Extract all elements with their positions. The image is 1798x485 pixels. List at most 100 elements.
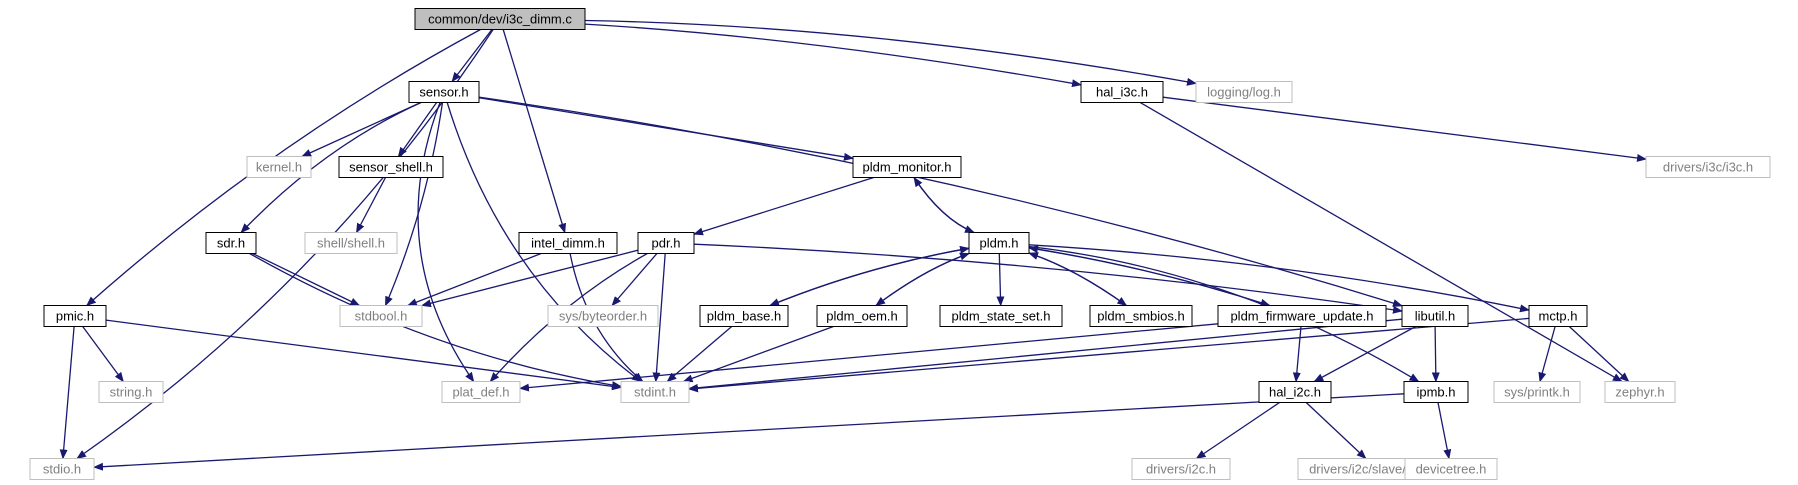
edge-i3c_dimm_c-to-logging_log_h bbox=[584, 19, 1197, 86]
node-pldm_firmware_update_h[interactable]: pldm_firmware_update.h bbox=[1217, 305, 1387, 327]
node-string_h: string.h bbox=[98, 381, 164, 403]
node-label: devicetree.h bbox=[1416, 462, 1487, 477]
edge-pldm_base_h-to-pldm_h bbox=[769, 245, 970, 307]
node-box bbox=[1080, 81, 1164, 103]
node-pldm_state_set_h[interactable]: pldm_state_set.h bbox=[939, 305, 1063, 327]
node-label: stdbool.h bbox=[355, 309, 408, 324]
edge-sensor_h-to-libutil_h bbox=[478, 96, 1403, 307]
node-box bbox=[339, 305, 423, 327]
node-box bbox=[1645, 156, 1771, 178]
node-box bbox=[1528, 305, 1588, 327]
edge-sensor_h-to-pldm_monitor_h bbox=[478, 97, 854, 161]
node-plat_def_h: plat_def.h bbox=[441, 381, 521, 403]
node-label: stdint.h bbox=[634, 385, 676, 400]
node-hal_i3c_h[interactable]: hal_i3c.h bbox=[1080, 81, 1164, 103]
node-box bbox=[968, 232, 1030, 254]
node-box bbox=[338, 156, 444, 178]
node-intel_dimm_h[interactable]: intel_dimm.h bbox=[518, 232, 618, 254]
edge-pldm_monitor_h-to-pdr_h bbox=[693, 176, 874, 236]
node-drivers_i2c_h: drivers/i2c.h bbox=[1131, 458, 1231, 480]
node-label: logging/log.h bbox=[1207, 85, 1281, 100]
node-label: sys/printk.h bbox=[1504, 385, 1570, 400]
edge-pmic_h-to-stdio_h bbox=[59, 326, 75, 460]
edge-pldm_h-to-mctp_h bbox=[1028, 244, 1530, 313]
node-label: hal_i3c.h bbox=[1096, 85, 1148, 100]
node-label: sensor.h bbox=[419, 85, 468, 100]
node-box bbox=[816, 305, 908, 327]
edge-sensor_h-to-sdr_h bbox=[240, 101, 422, 234]
edge-sensor_h-to-stdbool_h bbox=[384, 102, 444, 307]
edge-hal_i2c_h-to-drivers_i2c_slave_ipmb_h bbox=[1305, 402, 1367, 460]
node-pdr_h[interactable]: pdr.h bbox=[637, 232, 695, 254]
node-stdio_h: stdio.h bbox=[29, 458, 95, 480]
node-label: sdr.h bbox=[217, 236, 245, 251]
edge-sensor_h-to-sensor_shell_h bbox=[397, 102, 438, 158]
edge-libutil_h-to-ipmb_h bbox=[1431, 326, 1440, 383]
node-label: pldm.h bbox=[979, 236, 1018, 251]
edge-pldm_oem_h-to-stdint_h bbox=[682, 325, 834, 383]
edge-hal_i3c_h-to-drivers_i3c_h bbox=[1162, 96, 1647, 162]
edge-sdr_h-to-stdint_h bbox=[249, 252, 622, 389]
node-box bbox=[414, 8, 586, 30]
node-box bbox=[1258, 381, 1332, 403]
node-box bbox=[1089, 305, 1193, 327]
node-box bbox=[518, 232, 618, 254]
edge-ipmb_h-to-devicetree_h bbox=[1437, 402, 1452, 460]
node-label: string.h bbox=[110, 385, 153, 400]
node-sensor_shell_h[interactable]: sensor_shell.h bbox=[338, 156, 444, 178]
edge-pldm_smbios_h-to-pldm_h bbox=[1028, 252, 1127, 307]
edge-hal_i2c_h-to-drivers_i2c_h bbox=[1195, 401, 1280, 460]
node-mctp_h[interactable]: mctp.h bbox=[1528, 305, 1588, 327]
node-pmic_h[interactable]: pmic.h bbox=[43, 305, 107, 327]
edge-mctp_h-to-sys_printk_h bbox=[1538, 326, 1556, 383]
node-sys_byteorder_h: sys/byteorder.h bbox=[547, 305, 659, 327]
node-label: common/dev/i3c_dimm.c bbox=[428, 12, 572, 27]
edge-i3c_dimm_c-to-pmic_h bbox=[86, 28, 481, 307]
node-pldm_oem_h[interactable]: pldm_oem.h bbox=[816, 305, 908, 327]
edge-pldm_h-to-pldm_base_h bbox=[769, 247, 970, 307]
node-hal_i2c_h[interactable]: hal_i2c.h bbox=[1258, 381, 1332, 403]
edge-sensor_h-to-stdint_h bbox=[446, 102, 642, 383]
node-box bbox=[441, 381, 521, 403]
node-label: libutil.h bbox=[1415, 309, 1455, 324]
edge-pldm_oem_h-to-pldm_h bbox=[875, 252, 970, 307]
node-i3c_dimm_c[interactable]: common/dev/i3c_dimm.c bbox=[414, 8, 586, 30]
node-libutil_h[interactable]: libutil.h bbox=[1401, 305, 1469, 327]
node-drivers_i3c_h: drivers/i3c/i3c.h bbox=[1645, 156, 1771, 178]
node-sdr_h[interactable]: sdr.h bbox=[205, 232, 257, 254]
edge-pldm_base_h-to-stdint_h bbox=[666, 326, 733, 383]
node-label: pdr.h bbox=[652, 236, 681, 251]
edge-pdr_h-to-stdint_h bbox=[652, 253, 666, 383]
edge-i3c_dimm_c-to-hal_i3c_h bbox=[584, 23, 1082, 88]
node-pldm_monitor_h[interactable]: pldm_monitor.h bbox=[852, 156, 962, 178]
node-box bbox=[1604, 381, 1676, 403]
node-ipmb_h[interactable]: ipmb.h bbox=[1403, 381, 1469, 403]
node-label: intel_dimm.h bbox=[531, 236, 605, 251]
edge-sensor_shell_h-to-shell_shell_h bbox=[355, 177, 387, 234]
edge-pldm_monitor_h-to-pldm_h bbox=[913, 177, 975, 234]
node-sensor_h[interactable]: sensor.h bbox=[408, 81, 480, 103]
node-label: shell/shell.h bbox=[317, 236, 385, 251]
edge-libutil_h-to-stdint_h bbox=[688, 318, 1403, 392]
node-label: plat_def.h bbox=[452, 385, 509, 400]
edge-mctp_h-to-zephyr_h bbox=[1568, 326, 1630, 383]
node-logging_log_h: logging/log.h bbox=[1195, 81, 1293, 103]
node-pldm_smbios_h[interactable]: pldm_smbios.h bbox=[1089, 305, 1193, 327]
node-zephyr_h: zephyr.h bbox=[1604, 381, 1676, 403]
edge-pdr_h-to-sys_byteorder_h bbox=[611, 253, 658, 307]
node-pldm_base_h[interactable]: pldm_base.h bbox=[699, 305, 789, 327]
node-pldm_h[interactable]: pldm.h bbox=[968, 232, 1030, 254]
node-label: pldm_oem.h bbox=[826, 309, 898, 324]
edge-pldm_firmware_update_h-to-plat_def_h bbox=[519, 323, 1219, 392]
node-box bbox=[43, 305, 107, 327]
node-label: sys/byteorder.h bbox=[559, 309, 647, 324]
node-box bbox=[98, 381, 164, 403]
node-box bbox=[246, 156, 312, 178]
edge-hal_i3c_h-to-zephyr_h bbox=[1139, 101, 1623, 383]
edge-pldm_h-to-pldm_smbios_h bbox=[1028, 252, 1128, 307]
node-box bbox=[1493, 381, 1581, 403]
node-shell_shell_h: shell/shell.h bbox=[304, 232, 398, 254]
edge-libutil_h-to-hal_i2c_h bbox=[1313, 325, 1417, 383]
node-box bbox=[1401, 305, 1469, 327]
